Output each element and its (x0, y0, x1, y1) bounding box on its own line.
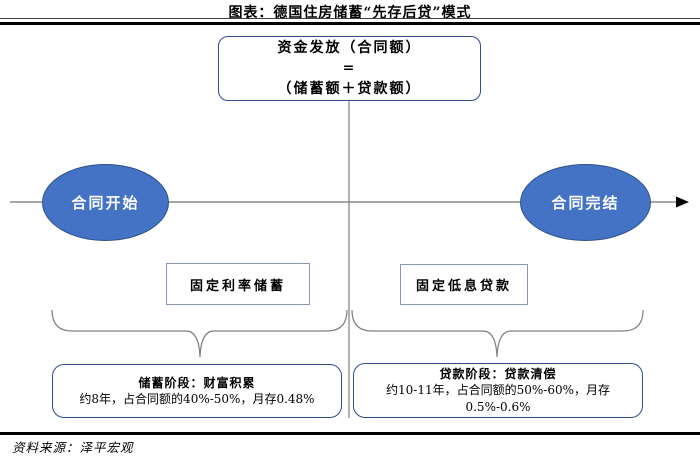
left-brace-icon (51, 309, 348, 358)
fixed-rate-savings-label: 固定利率储蓄 (189, 278, 286, 294)
fixed-rate-savings-box: 固定利率储蓄 (166, 263, 310, 305)
contract-start-label: 合同开始 (71, 194, 140, 212)
timeline-arrowhead-icon (676, 196, 689, 208)
contract-start-ellipse: 合同开始 (42, 164, 169, 241)
footer-rule (0, 432, 700, 435)
fund-box-line-2: = (342, 60, 357, 77)
savings-phase-detail-box: 储蓄阶段：财富积累 约8年，占合同额的40%-50%，月存0.48% (52, 364, 342, 418)
fixed-low-interest-loan-box: 固定低息贷款 (400, 264, 528, 305)
title-underline (0, 18, 700, 19)
loan-phase-desc: 约10-11年，占合同额的50%-60%，月存0.5%-0.6% (386, 383, 610, 414)
fund-box-line-1: 资金发放（合同额） (277, 40, 422, 57)
contract-end-ellipse: 合同完结 (520, 164, 651, 241)
header-rule (0, 22, 700, 25)
savings-phase-title: 储蓄阶段：财富积累 (138, 375, 256, 390)
fund-disbursement-box: 资金发放（合同额） = （储蓄额＋贷款额） (218, 36, 481, 101)
fixed-low-interest-loan-label: 固定低息贷款 (415, 279, 512, 294)
loan-phase-title: 贷款阶段：贷款清偿 (439, 367, 557, 382)
source-note: 资料来源：泽平宏观 (12, 440, 134, 455)
contract-end-label: 合同完结 (551, 194, 620, 212)
loan-phase-detail-box: 贷款阶段：贷款清偿 约10-11年，占合同额的50%-60%，月存0.5%-0.… (353, 363, 643, 418)
savings-phase-desc: 约8年，占合同额的40%-50%，月存0.48% (79, 392, 315, 406)
right-brace-icon (351, 309, 644, 358)
chart-title: 图表：德国住房储蓄“先存后贷”模式 (228, 5, 472, 21)
fund-box-line-3: （储蓄额＋贷款额） (277, 80, 422, 97)
